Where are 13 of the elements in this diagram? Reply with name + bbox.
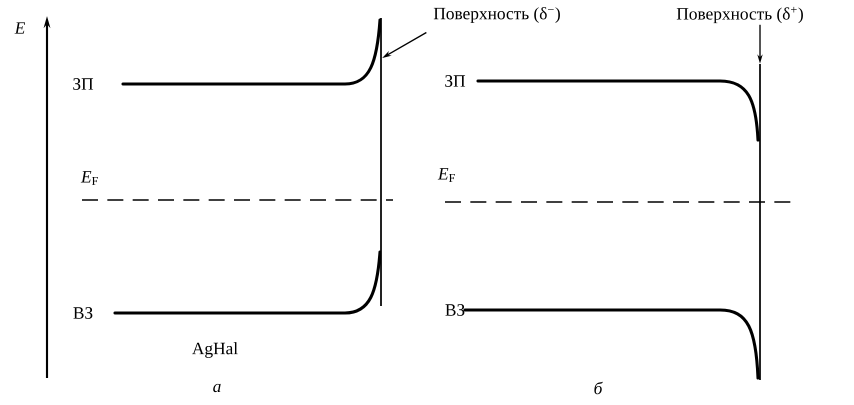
surface-label: Поверхность (δ$^{+}$) bbox=[676, 6, 803, 24]
level-label: E$_{F}$ bbox=[438, 168, 455, 182]
band-label: ЗП bbox=[445, 75, 466, 87]
band-label: ВЗ bbox=[73, 307, 92, 319]
axis-label: E bbox=[14, 22, 26, 34]
panel-label: a bbox=[213, 384, 221, 392]
band-label: ВЗ bbox=[445, 304, 464, 316]
material-label: AgHal bbox=[192, 342, 238, 358]
surface-line bbox=[759, 64, 761, 380]
band-label: ЗП bbox=[73, 78, 94, 90]
surface-label: Поверхность (δ$^{−}$) bbox=[434, 7, 560, 23]
panel-label: б bbox=[594, 382, 603, 394]
level-label: E$_{F}$ bbox=[80, 171, 98, 185]
